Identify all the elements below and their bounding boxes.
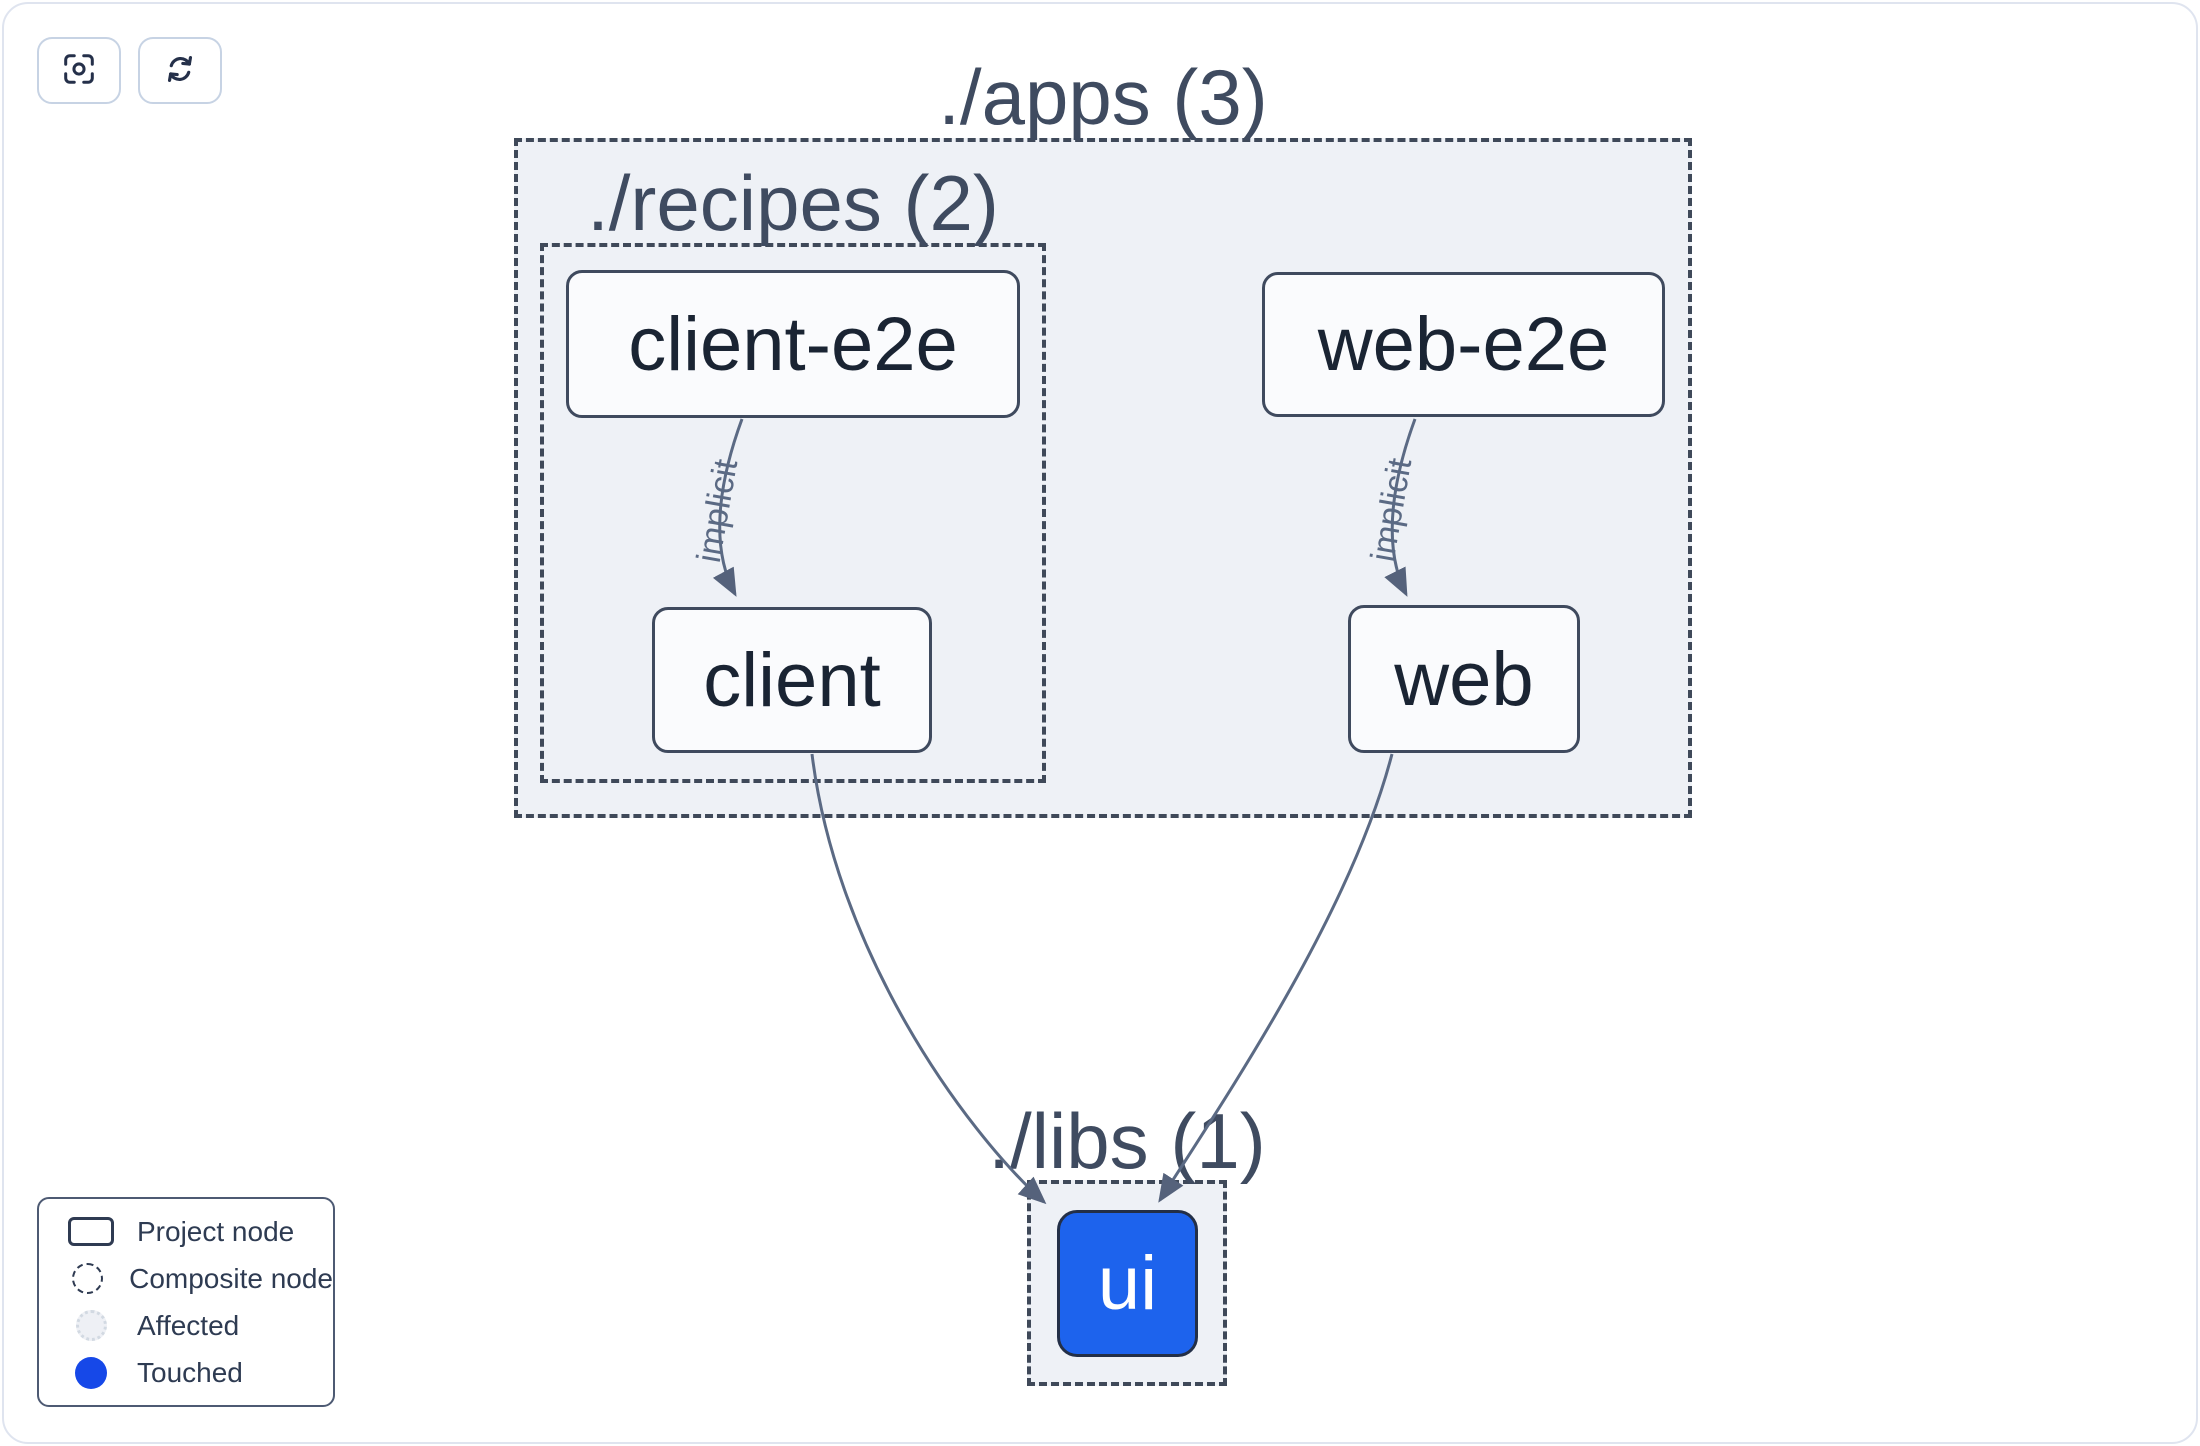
composite-title-recipes: ./recipes (2) [587,159,999,247]
project-node-swatch [68,1217,114,1246]
legend-label: Project node [137,1215,295,1247]
legend-item-affected: Affected [39,1302,333,1349]
refresh-icon [161,50,199,91]
legend-item-project-node: Project node [39,1208,333,1255]
composite-node-swatch [71,1263,103,1294]
legend-item-composite-node: Composite node [39,1255,333,1302]
project-node-ui-touched[interactable]: ui [1057,1210,1198,1357]
focus-viewfinder-icon [60,50,98,91]
legend-label: Composite node [129,1262,333,1294]
legend-item-touched: Touched [39,1349,333,1396]
refresh-button[interactable] [138,37,222,104]
focus-button[interactable] [37,37,121,104]
project-node-web-e2e[interactable]: web-e2e [1262,272,1665,417]
composite-title-libs: ./libs (1) [988,1097,1266,1185]
project-node-client[interactable]: client [652,607,932,753]
project-node-web[interactable]: web [1348,605,1580,753]
legend-panel: Project node Composite node Affected Tou… [37,1197,335,1407]
legend-label: Affected [137,1309,240,1341]
composite-title-apps: ./apps (3) [938,53,1268,141]
project-node-client-e2e[interactable]: client-e2e [566,270,1020,418]
affected-swatch [75,1310,107,1341]
touched-swatch [75,1356,107,1389]
legend-label: Touched [137,1356,243,1388]
